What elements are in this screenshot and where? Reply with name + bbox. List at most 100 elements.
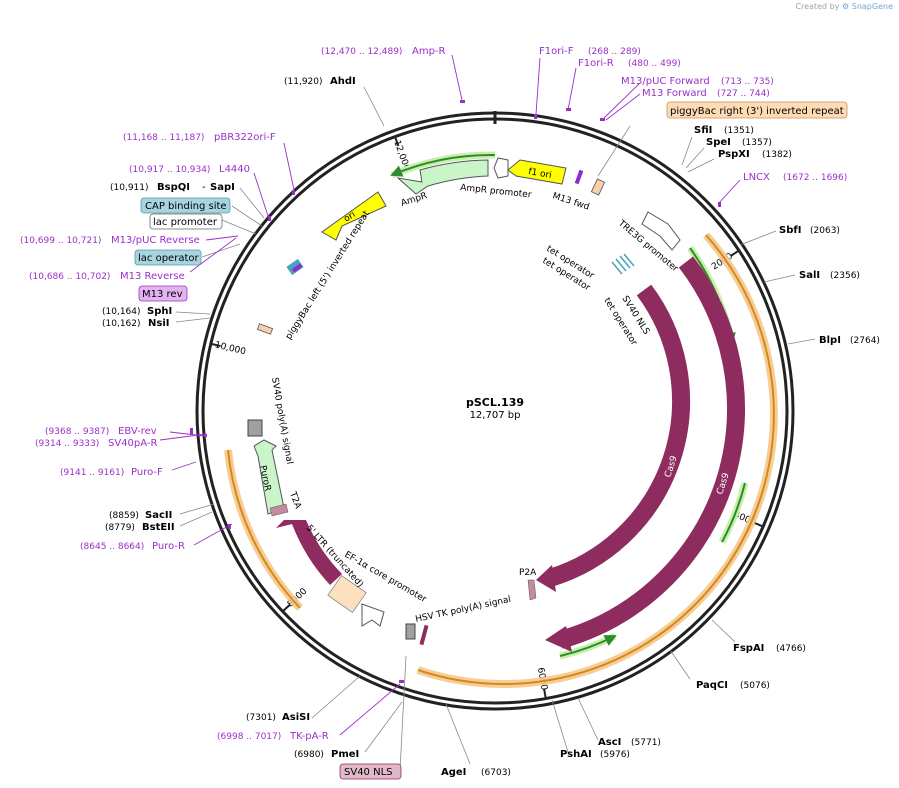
- primer-ticks: [190, 100, 721, 683]
- enzyme-pos-paqci: (5076): [740, 681, 770, 691]
- enzyme-name-pspxi: PspXI: [718, 149, 750, 160]
- enzyme-name-paqci: PaqCI: [696, 680, 728, 691]
- primer-pos-sv40pa-r: (9314 .. 9333): [35, 439, 99, 449]
- label-sv40-nls: SV40 NLS: [344, 767, 393, 778]
- cas9-inner-arrowhead: [536, 565, 556, 592]
- enzyme-name-sbfi: SbfI: [779, 225, 801, 236]
- scale-tick-mark: [282, 603, 291, 612]
- enzyme-name-sali: SalI: [799, 270, 820, 281]
- enzyme-name-blpi: BlpI: [819, 335, 841, 346]
- enzyme-name-asisi: AsiSI: [282, 712, 310, 723]
- enzyme-name-asci: AscI: [598, 737, 621, 748]
- f1-ori-arrow: [507, 159, 567, 185]
- ltr-box: [327, 575, 367, 613]
- tet-on-3g-arrow: [276, 520, 342, 585]
- enzyme-name-sacii: SacII: [145, 510, 172, 521]
- enzyme-name-fspai: FspAI: [733, 643, 764, 654]
- green-arc-4-core: [390, 153, 496, 177]
- p2a-marker: [527, 579, 537, 601]
- map-feature-hsv-tk-polya: HSV TK poly(A) signal: [415, 595, 512, 625]
- enzyme-pos-bsteii: (8779): [105, 523, 135, 533]
- cas9-arc-outer: [557, 256, 745, 649]
- map-feature-t2a: T2A: [287, 490, 303, 511]
- t2a-marker: [269, 503, 289, 517]
- ef1a-promoter-arrow: [361, 603, 385, 627]
- label-piggybac-right: piggyBac right (3') inverted repeat: [670, 106, 844, 117]
- box-lac-operator: [134, 249, 202, 266]
- enzyme-name-bsteii: BstEII: [142, 522, 175, 533]
- hsv-tk-polya-box: [405, 623, 416, 640]
- primer-pos-lncx: (1672 .. 1696): [783, 173, 847, 183]
- scale-tick-mark: [211, 343, 221, 348]
- label-lac-operator: lac operator: [138, 253, 199, 264]
- enzyme-name-ahdi: AhdI: [330, 76, 356, 87]
- box-piggybac-right: [666, 101, 848, 119]
- enzyme-pos-sali: (2356): [830, 271, 860, 281]
- ori-arrow: [321, 191, 387, 241]
- primer-name-m13-reverse: M13 Reverse: [120, 271, 185, 282]
- primer-pos-tk-pa-r: (6998 .. 7017): [217, 732, 281, 742]
- snapgene-watermark: Created by ⚙ SnapGene: [795, 2, 893, 11]
- enzyme-pos-sacii: (8859): [109, 511, 139, 521]
- primer-name-puro-f: Puro-F: [131, 467, 163, 478]
- enzyme-name-sphi: SphI: [147, 306, 172, 317]
- primer-pos-l4440: (10,917 .. 10,934): [129, 165, 210, 175]
- box-m13-rev: [138, 285, 188, 302]
- enzyme-pos-agei: (6703): [481, 768, 511, 778]
- scale-tick-mark: [753, 521, 763, 528]
- transposon-arc-right-core: [417, 234, 775, 685]
- primer-name-l4440: L4440: [219, 164, 250, 175]
- primer-name-pbr322ori-f: pBR322ori-F: [214, 132, 276, 143]
- plasmid-name: pSCL.139: [466, 396, 524, 409]
- enzyme-name-pmei: PmeI: [331, 749, 359, 760]
- green-arc-2-core: [721, 482, 746, 543]
- map-feature-f1-ori: f1 ori: [527, 167, 552, 181]
- enzyme-pos-sfii: (1351): [724, 126, 754, 136]
- cas9-outer-arrowhead: [545, 626, 572, 652]
- enzyme-pos-fspai: (4766): [776, 644, 806, 654]
- lac-elements-marks: [286, 258, 304, 276]
- enzyme-pos-pshai: (5976): [600, 750, 630, 760]
- tre3g-promoter-arrow: [641, 211, 681, 251]
- m13-fwd-mark: [574, 169, 584, 185]
- enzyme-separator: -: [202, 182, 206, 193]
- puror-arrow: [253, 439, 285, 515]
- primer-name-m13-puc-reverse: M13/pUC Reverse: [111, 235, 200, 246]
- green-arc-3-core: [559, 635, 617, 657]
- enzyme-pos-asci: (5771): [631, 738, 661, 748]
- primer-pos-m13-reverse: (10,686 .. 10,702): [29, 272, 110, 282]
- primer-pos-amp-r: (12,470 .. 12,489): [321, 47, 402, 57]
- primer-name-tk-pa-r: TK-pA-R: [289, 731, 329, 742]
- map-feature-p2a: P2A: [519, 568, 537, 578]
- watermark-brand: SnapGene: [851, 2, 893, 11]
- map-feature-ampr: AmpR: [400, 191, 429, 209]
- enzyme-name-bspqi: BspQI: [157, 182, 190, 193]
- enzyme-pos-spei: (1357): [742, 138, 772, 148]
- enzyme-name-nsii: NsiI: [148, 318, 169, 329]
- plasmid-length: 12,707 bp: [470, 410, 521, 421]
- map-feature-ampr-promoter: AmpR promoter: [460, 183, 532, 200]
- sv40-nls-mark: [419, 624, 429, 646]
- primer-name-lncx: LNCX: [743, 172, 770, 183]
- leader-lines: [175, 86, 816, 771]
- box-lac-promoter: [149, 213, 223, 230]
- ampr-promoter-arrow: [493, 157, 509, 179]
- primer-name-m13-puc-forward: M13/pUC Forward: [621, 76, 710, 87]
- enzyme-pos-asisi: (7301): [246, 713, 276, 723]
- enzyme-pos-blpi: (2764): [850, 336, 880, 346]
- label-cap-binding-site: CAP binding site: [145, 201, 227, 212]
- watermark-prefix: Created by: [795, 2, 840, 11]
- primer-name-m13-forward: M13 Forward: [642, 88, 707, 99]
- cas9-arc-inner: [547, 284, 691, 587]
- piggybac-left-mark: [256, 323, 274, 335]
- primer-leader-lines: [159, 54, 741, 736]
- primer-pos-m13-forward: (727 .. 744): [717, 89, 770, 99]
- transposon-arc-left-core: [227, 449, 301, 609]
- map-feature-m13-fwd: M13 fwd: [551, 191, 590, 212]
- enzyme-pos-nsii: (10,162): [102, 319, 141, 329]
- primer-pos-m13-puc-forward: (713 .. 735): [721, 77, 774, 87]
- sv40-polya-box: [247, 419, 263, 437]
- enzyme-pos-sbfi: (2063): [810, 226, 840, 236]
- enzyme-pos-sphi: (10,164): [102, 307, 141, 317]
